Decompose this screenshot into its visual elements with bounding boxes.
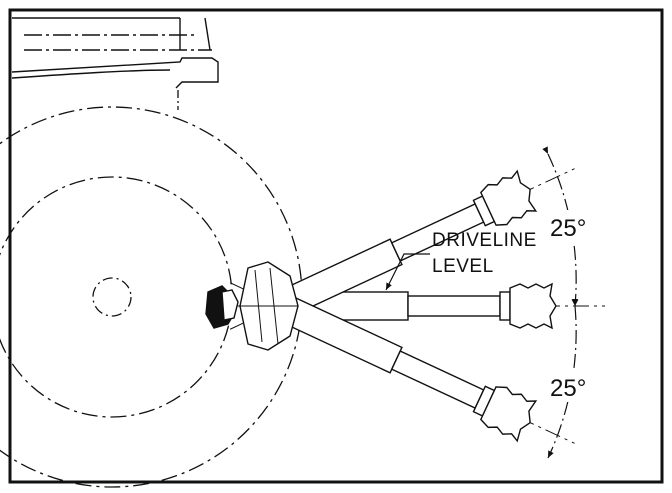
angle-label-lower: 25° — [550, 375, 586, 402]
drawing-border — [8, 8, 664, 484]
driveline-label-line1: DRIVELINE — [432, 230, 537, 251]
chassis-frame-detail — [11, 17, 219, 89]
driveline-label-line2: LEVEL — [432, 256, 494, 277]
angle-label-upper: 25° — [550, 215, 586, 242]
driveshaft-lower — [229, 282, 575, 444]
driveshaft-upper — [229, 168, 575, 330]
pivot-gearbox — [205, 261, 299, 351]
driveline-leader — [385, 253, 430, 291]
